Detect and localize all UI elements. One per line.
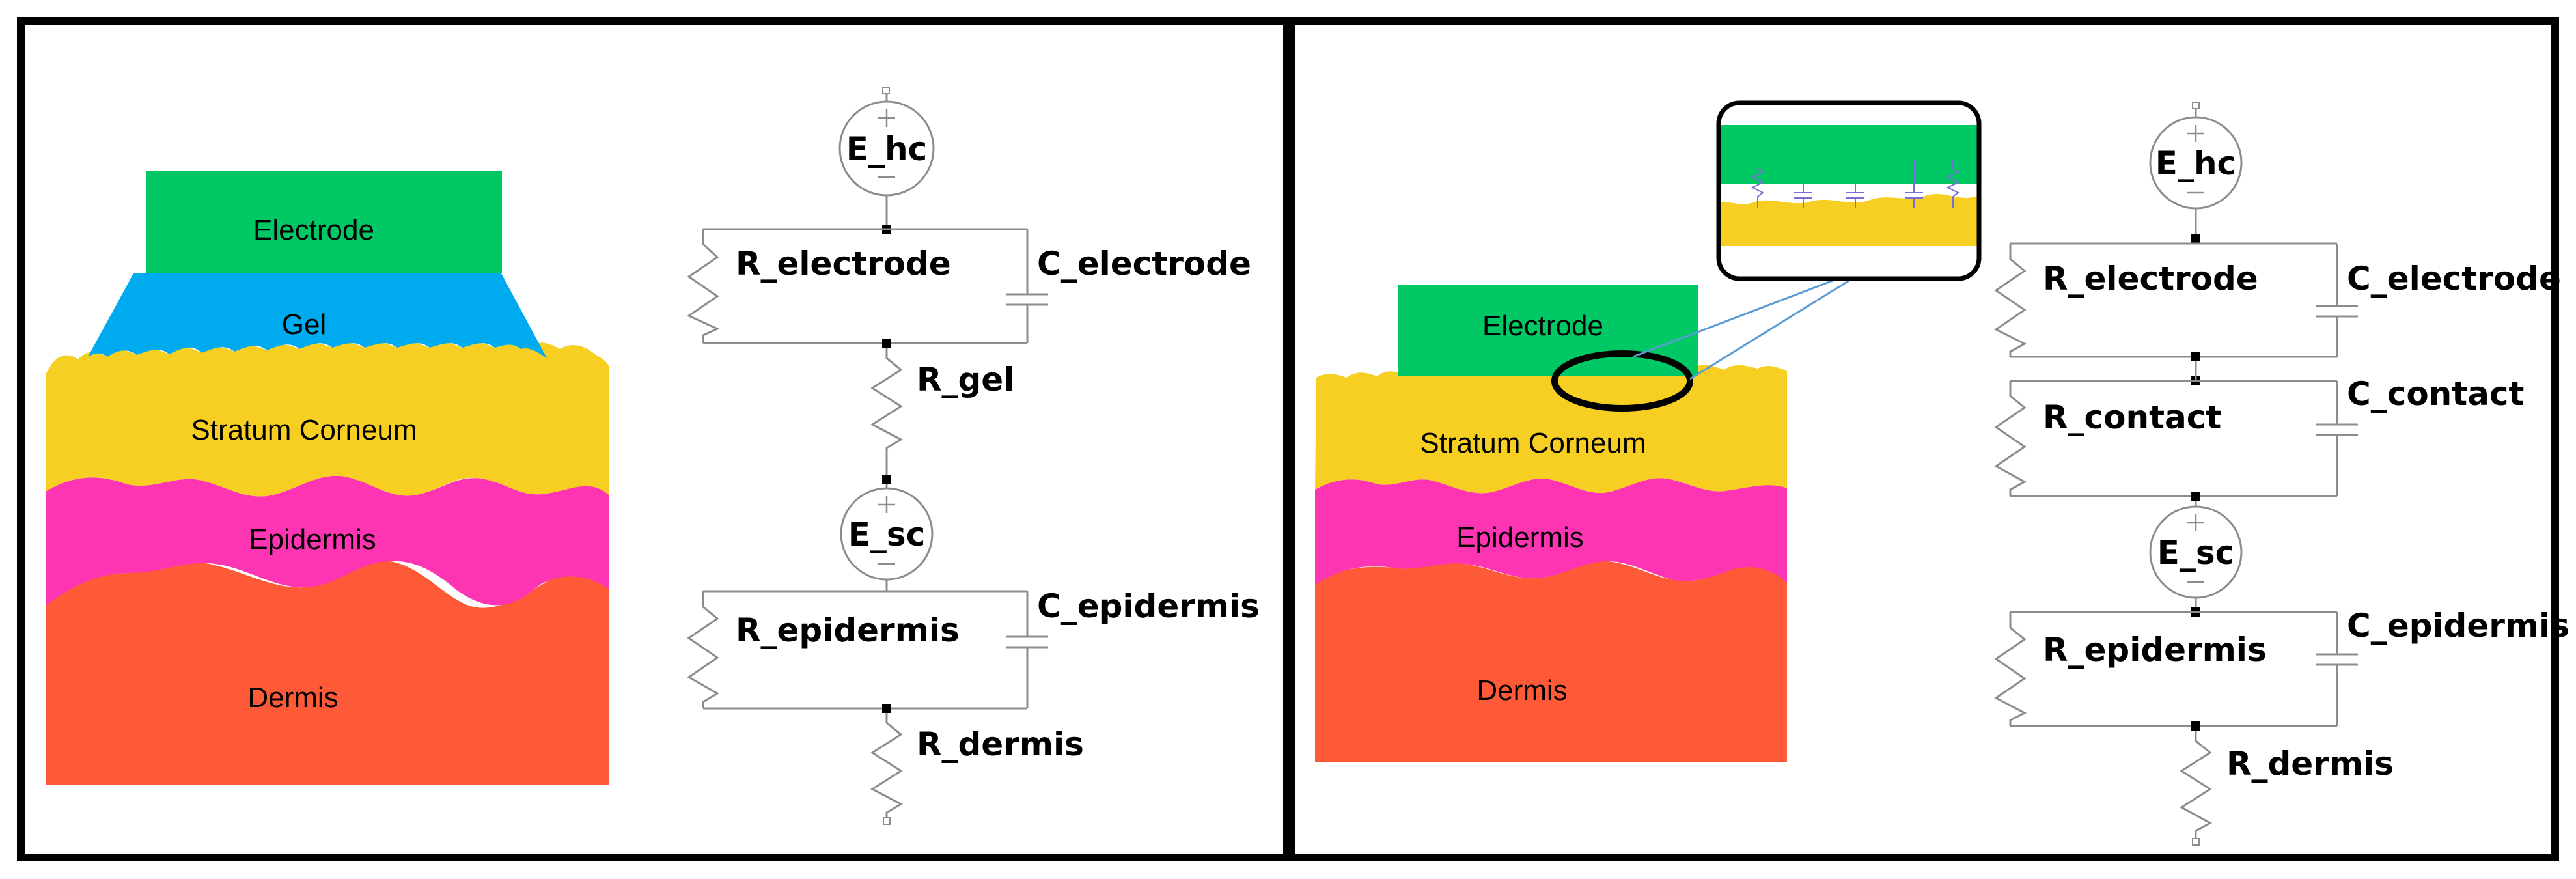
left-gel-layer [88,273,547,358]
left-c-epidermis-capacitor [1006,591,1048,708]
left-skin-layers [46,171,609,785]
left-stratum-corneum-layer [46,342,609,497]
left-r-electrode-label: R_electrode [736,245,951,283]
right-c-electrode-label: C_electrode [2347,260,2561,298]
right-node [2191,234,2200,244]
right-r-dermis-label: R_dermis [2226,745,2394,783]
right-dermis-layer [1315,561,1787,762]
right-r-contact-label: R_contact [2043,398,2221,436]
left-epidermis-layer [46,475,609,606]
right-r-electrode-label: R_electrode [2043,260,2258,298]
right-electrode-layer [1398,285,1698,376]
left-dermis-label: Dermis [247,682,338,714]
left-r-gel-resistor [870,348,904,475]
left-r-dermis-resistor [870,713,904,818]
left-c-electrode-label: C_electrode [1037,245,1251,283]
right-r-epidermis-label: R_epidermis [2043,631,2267,669]
right-epidermis-layer [1315,478,1787,585]
right-r-dermis-resistor [2180,731,2213,839]
left-node [882,339,891,348]
right-r-contact-resistor [1994,381,2027,496]
right-source-esc [2149,505,2243,599]
left-r-dermis-label: R_dermis [917,725,1084,763]
right-dermis-label: Dermis [1476,675,1567,706]
left-r-epidermis-resistor [687,591,719,708]
right-stratum-corneum-label: Stratum Corneum [1420,427,1646,459]
left-c-epidermis-label: C_epidermis [1037,587,1260,625]
left-circuit: E_hc R_electrode C_electrode R_gel E_sc [686,87,1260,825]
right-skin-layers [1315,285,1787,762]
contact-zoom-frame [1716,100,1982,281]
contact-zoom-inset [1719,103,1979,279]
right-epidermis-label: Epidermis [1456,522,1584,553]
left-c-electrode-capacitor [1006,229,1048,343]
left-stratum-corneum-label: Stratum Corneum [191,414,417,446]
left-electrode-layer [146,171,502,273]
left-r-electrode-resistor [686,229,720,343]
left-node [882,704,891,713]
left-node [882,475,891,484]
callout-line [1689,279,1851,380]
right-r-electrode-resistor [1994,244,2027,357]
right-node [2191,492,2200,501]
left-panel: Electrode Gel Stratum Corneum Epidermis … [17,17,1291,861]
left-electrode-label: Electrode [253,214,374,246]
left-gel-label: Gel [282,309,326,341]
right-ehc-label: E_hc [2155,145,2236,182]
callout-line [1632,279,1835,358]
right-c-contact-label: C_contact [2347,375,2524,413]
right-electrode-label: Electrode [1482,310,1603,342]
right-c-epidermis-capacitor [2316,612,2358,726]
left-r-epidermis-label: R_epidermis [736,611,960,649]
right-panel: Electrode Stratum Corneum Epidermis Derm… [1287,17,2569,861]
right-stratum-corneum-layer [1315,363,1787,494]
right-c-electrode-capacitor [2316,244,2358,357]
right-r-epidermis-resistor [1994,612,2027,726]
right-circuit: E_hc R_electrode C_electrode R_contact C… [1994,102,2569,846]
left-bottom-terminal [883,817,891,825]
right-node [2191,352,2200,361]
left-ehc-label: E_hc [846,130,927,168]
left-epidermis-label: Epidermis [249,523,376,555]
left-esc-label: E_sc [848,516,926,553]
right-bottom-terminal [2192,838,2200,846]
contact-zoom-ellipse [1551,350,1693,412]
left-r-gel-label: R_gel [917,361,1014,398]
left-dermis-layer [46,560,609,785]
right-node [2191,721,2200,731]
right-c-contact-capacitor [2316,381,2358,496]
right-c-epidermis-label: C_epidermis [2347,607,2569,645]
right-esc-label: E_sc [2157,534,2235,572]
